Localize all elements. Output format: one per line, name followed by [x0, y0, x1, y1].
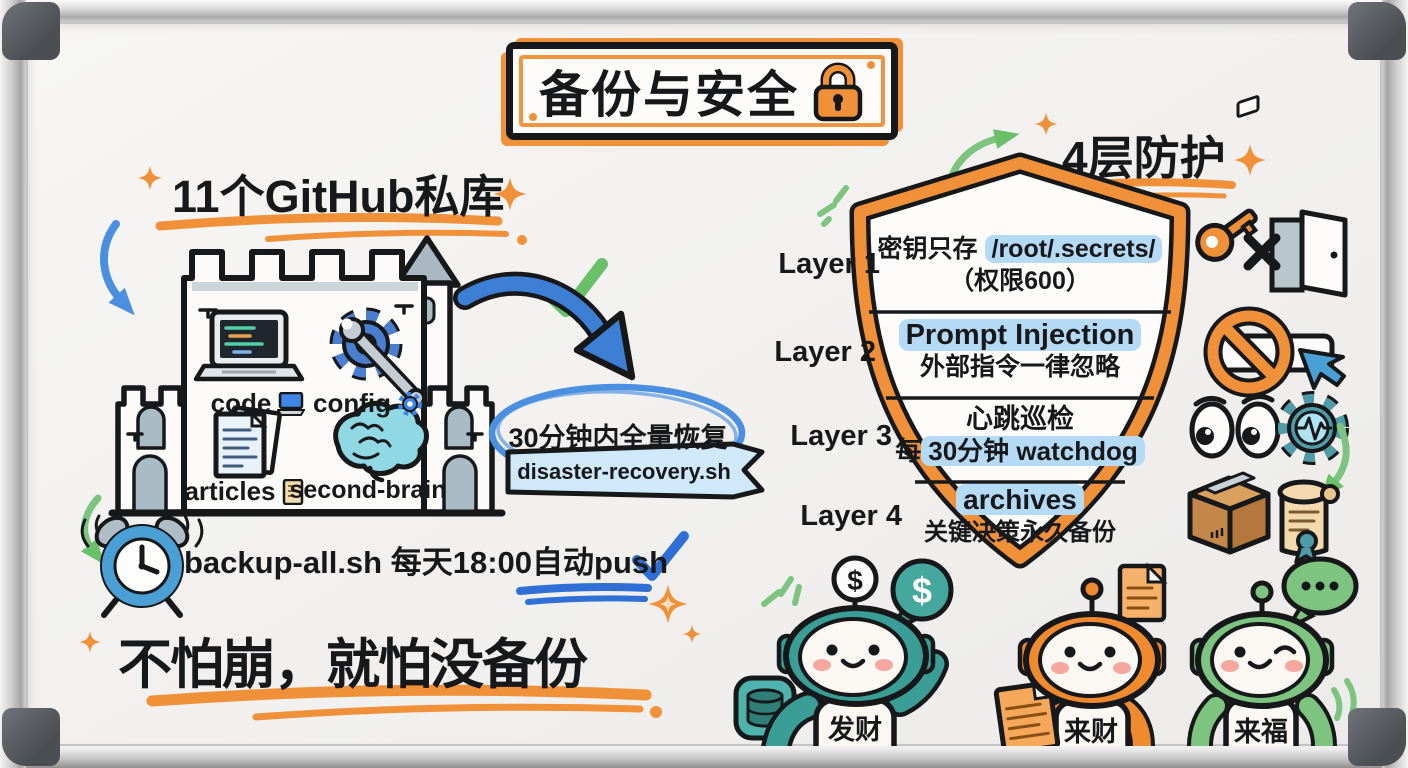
- repo-label-articles: articles: [168, 476, 320, 507]
- repo-label-second-brain: second-brain: [289, 476, 447, 504]
- key-door-icon: [1195, 208, 1348, 298]
- robot-facai: $ $: [733, 555, 954, 768]
- layer-4-label: Layer 4: [800, 500, 902, 532]
- recovery-script: disaster-recovery.sh: [517, 459, 731, 484]
- no-entry-icon: [1203, 306, 1346, 398]
- frame-corner-bl: [2, 708, 60, 766]
- shield-heading: 4层防护: [1062, 132, 1226, 184]
- watchdog-eyes-icon: [1189, 394, 1281, 459]
- robot-facai-label: 发财: [828, 715, 882, 745]
- blue-check-icon: [516, 531, 689, 605]
- layer-1-label: Layer 1: [778, 248, 880, 280]
- documents-icon: [213, 405, 282, 479]
- lock-icon: [813, 62, 863, 122]
- frame-corner-tl: [2, 2, 60, 60]
- blue-curl-arrow-icon: [100, 220, 135, 316]
- page-title: 备份与安全: [539, 67, 799, 123]
- frame-bottom: [0, 746, 1408, 768]
- frame-corner-tr: [1348, 2, 1406, 60]
- antenna-dollar-icon: [831, 555, 879, 603]
- frame-left: [0, 0, 26, 768]
- layer-3-label: Layer 3: [790, 420, 892, 452]
- gear-icon: [398, 391, 422, 416]
- sparkle-icons: [79, 112, 1266, 718]
- shield-layer-4: archives 关键决策永久备份: [924, 484, 1116, 546]
- github-repos-heading: 11个GitHub私库: [172, 171, 505, 222]
- castle-illustration: [108, 235, 506, 517]
- green-arrow-down-icon: [1320, 422, 1350, 500]
- document-bubble-icon: [1117, 562, 1168, 623]
- document-icon: [282, 478, 303, 505]
- frame-top: [0, 0, 1408, 22]
- brain-icon: [333, 400, 429, 483]
- robot-laicai-label: 来财: [1064, 717, 1118, 747]
- green-dashes: [761, 185, 1357, 721]
- slogan: 不怕崩，就怕没备份: [118, 635, 588, 695]
- frame-corner-br: [1348, 708, 1406, 766]
- backup-schedule: backup-all.sh 每天18:00自动push: [184, 545, 669, 580]
- laptop-icon: [193, 309, 305, 382]
- frame-right: [1382, 0, 1408, 768]
- robot-laicai: [993, 562, 1168, 768]
- repo-label-config: config: [303, 388, 433, 419]
- alarm-clock-icon: [80, 514, 204, 618]
- recovery-ribbon: [505, 441, 765, 500]
- title-box: 备份与安全: [506, 42, 898, 140]
- svg-text:$: $: [847, 565, 863, 596]
- green-arrow-to-clock-icon: [81, 494, 105, 565]
- package-icon: [1187, 95, 1271, 555]
- recovery-arrow-icon: [453, 271, 636, 381]
- layer-2-label: Layer 2: [774, 336, 876, 368]
- scroll-icon: [1277, 479, 1340, 564]
- svg-text:$: $: [912, 570, 932, 611]
- shield-layer-2: Prompt Injection 外部指令一律忽略: [840, 318, 1200, 383]
- robot-laifu-label: 来福: [1234, 717, 1288, 747]
- gear-wrench-icon: [329, 307, 426, 408]
- gear-pulse-icon: [1275, 391, 1349, 465]
- shield-layer-1: 密钥只存 /root/.secrets/ （权限600）: [840, 232, 1200, 297]
- laptop-icon: [277, 391, 306, 416]
- repo-label-code: code: [193, 388, 323, 419]
- recovery-headline: 30分钟内全量恢复: [508, 423, 728, 453]
- robot-laifu: [1187, 556, 1359, 768]
